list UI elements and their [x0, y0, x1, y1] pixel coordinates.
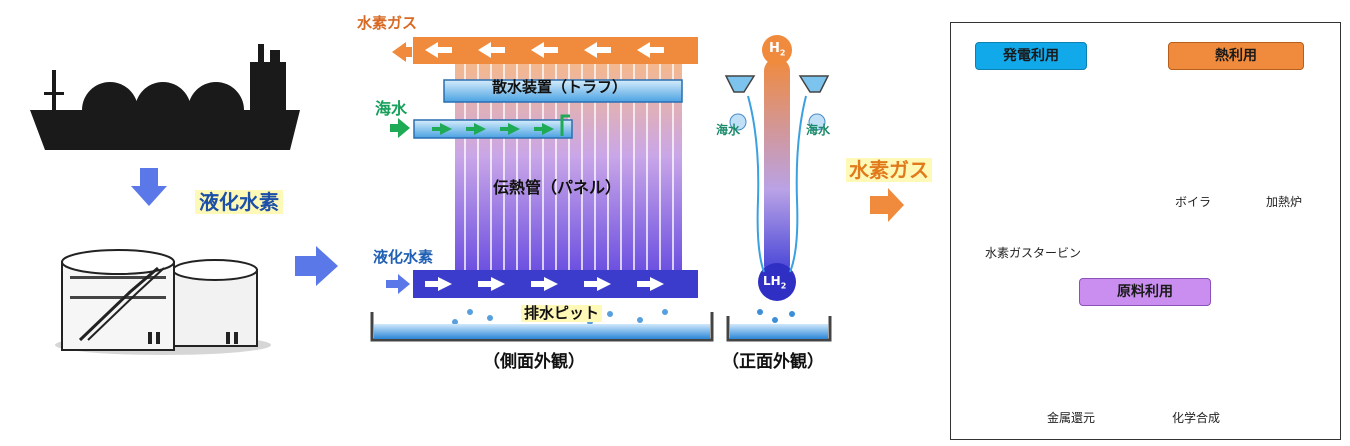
- lh2-inlet-label: 液化水素: [373, 248, 434, 266]
- lh2-bottom-label: LH2: [763, 274, 787, 291]
- seawater-inlet-label: 海水: [375, 99, 408, 118]
- spray-device-label: 散水装置（トラフ）: [492, 78, 628, 96]
- hydrogen-gas-outlet-label: 水素ガス: [357, 14, 418, 32]
- right-arrow-icon: [295, 246, 338, 286]
- chemical-synthesis-label: 化学合成: [1172, 411, 1221, 425]
- flame-h2-label: H2: [1063, 206, 1080, 223]
- front-view-vaporizer: [724, 35, 832, 342]
- seawater-right-label: 海水: [806, 123, 831, 137]
- power-generation-tag: 発電利用: [975, 42, 1087, 70]
- down-arrow-icon: [131, 168, 167, 206]
- heat-transfer-tubes-label: 伝熱管（パネル）: [493, 178, 622, 197]
- storage-tank-icon: [55, 249, 271, 355]
- lh2-carrier-ship-icon: [30, 44, 300, 150]
- furnace-label: 加熱炉: [1266, 195, 1303, 209]
- h2-top-label: H2: [769, 41, 786, 58]
- boiler-label: ボイラ: [1175, 195, 1212, 209]
- hydrogen-gas-output-label: 水素ガス: [846, 158, 932, 182]
- metal-reduction-label: 金属還元: [1047, 411, 1096, 425]
- heat-use-tag: 熱利用: [1168, 42, 1304, 70]
- side-view-vaporizer: [370, 37, 714, 342]
- liquefied-hydrogen-label: 液化水素: [195, 190, 283, 214]
- drain-pit-label: 排水ピット: [521, 305, 603, 322]
- seawater-left-label: 海水: [716, 123, 741, 137]
- raw-material-tag: 原料利用: [1079, 278, 1211, 306]
- front-view-caption: （正面外観）: [722, 352, 824, 372]
- gas-turbine-label: 水素ガスタービン: [985, 246, 1082, 260]
- h2-output-arrow-icon: [870, 188, 904, 222]
- side-view-caption: （側面外観）: [483, 352, 585, 372]
- hydrogen-uses-panel: [950, 22, 1341, 440]
